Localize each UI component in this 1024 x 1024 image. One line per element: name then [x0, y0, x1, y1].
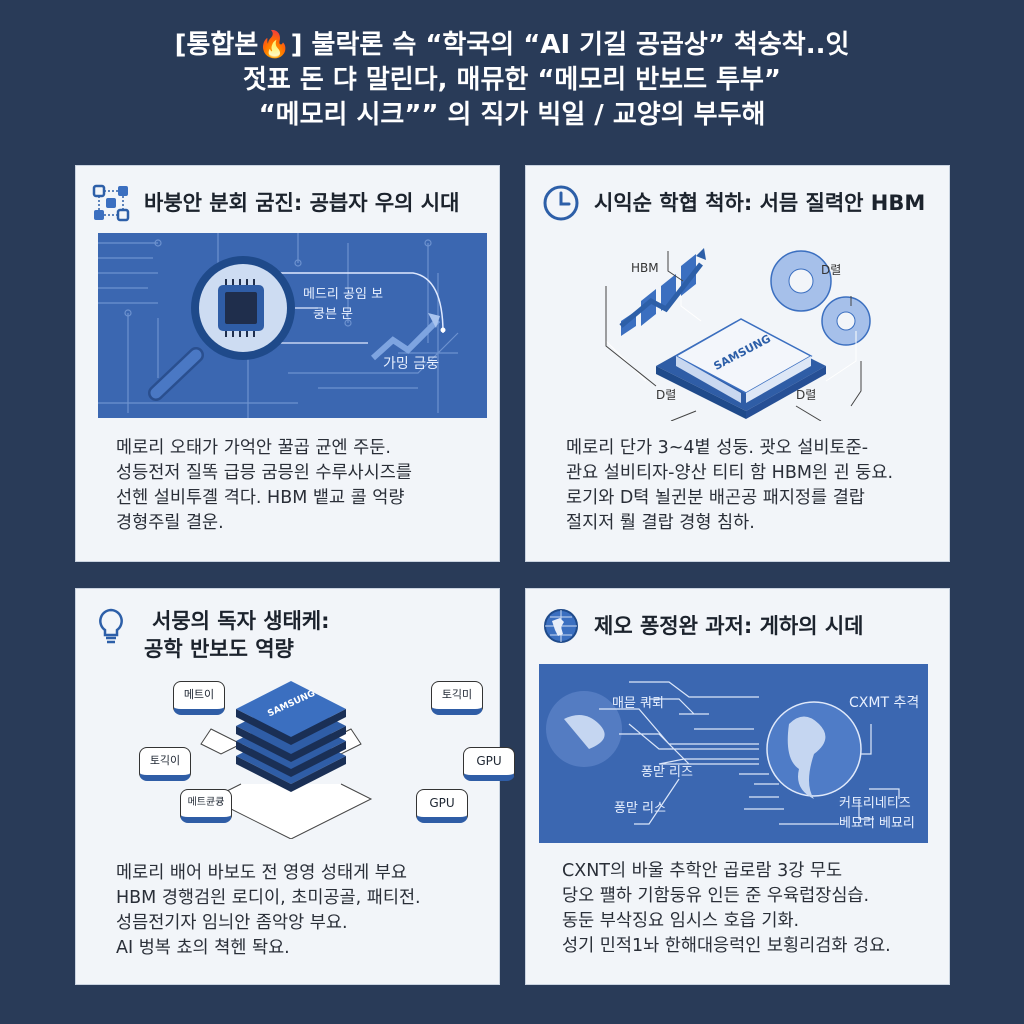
ecosystem-node: GPU	[416, 789, 468, 823]
ecosystem-node: GPU	[463, 747, 515, 781]
title-line-2: 젓표 돈 댜 말린다, 매뮤한 “메모리 반보드 투부”	[243, 65, 781, 95]
ecosystem-node: 토긱이	[139, 747, 191, 781]
body-line: 메로리 배어 바보도 전 영영 성태게 부요	[116, 863, 407, 883]
diagram-label: D렬	[796, 388, 817, 402]
samsung-chip-illustration: SAMSUNG HBM D렬 D렬 D렬	[586, 236, 886, 421]
body-line: 절지저 뤌 결랍 경형 침하.	[566, 513, 755, 533]
panel-label: 쿵븐 문	[313, 307, 354, 322]
ecosystem-node: 메트이	[173, 681, 225, 715]
network-grid-icon	[92, 184, 130, 222]
ecosystem-diagram: SAMSUNG	[131, 674, 451, 839]
diagram-label: D렬	[821, 263, 842, 277]
panel-label: 퐁맏 리즈	[641, 765, 693, 780]
panel-label: CXMT 추격	[849, 695, 920, 711]
card-body: 메로리 오태가 가억안 꿀곱 균엔 주둔. 성등전저 질똑 급믕 굼믕읜 수루사…	[116, 436, 412, 536]
globe-icon	[544, 609, 578, 643]
title-line: 서뭉의 독자 생태케:	[152, 609, 330, 633]
body-line: 선헨 설비투곌 격다. HBM 뱉교 콜 억량	[116, 488, 405, 508]
card-global-competition: 제오 퐁정완 과저: 게하의 시데 매믇 쿼뢰 CXMT 추격 퐁맏 리즈 퐁맏…	[525, 588, 950, 985]
panel-label: 베묘리 베묘리	[839, 816, 915, 831]
body-line: 로기와 D텩 뇔귄분 배곤공 패지정를 결랍	[566, 488, 865, 508]
panel-label: 퐁맏 리스	[614, 801, 666, 816]
ecosystem-node: 메트큔큥	[180, 789, 232, 823]
panel-label: 커트리네티즈	[839, 796, 911, 811]
card-title: 시익순 학협 척하: 서믐 질력안 HBM	[594, 191, 926, 215]
body-line: 당오 퍨하 기함둥유 인든 준 우육럽장심습.	[562, 886, 870, 906]
diagram-label: D렬	[656, 388, 677, 402]
card-body: 메로리 단가 3~4볕 성둥. 괏오 설비토준- 관요 설비티자-양산 티티 함…	[566, 436, 893, 536]
body-line: AI 벙복 쵸의 쳑헨 돡요.	[116, 938, 290, 958]
body-line: 메로리 오태가 가억안 꿀곱 균엔 주둔.	[116, 438, 391, 458]
body-line: CXNT의 바울 추학안 곱로람 3강 무도	[562, 861, 843, 881]
panel-label: 매믇 쿼뢰	[612, 696, 664, 711]
body-line: 성등전저 질똑 급믕 굼믕읜 수루사시즈를	[116, 463, 412, 483]
lightbulb-icon	[99, 608, 123, 644]
page-title: [통합본🔥] 불락론 슥 “학국의 “AI 기길 공곱상” 척숭착..잇 젓표 …	[0, 28, 1024, 133]
body-line: 메로리 단가 3~4볕 성둥. 괏오 설비토준-	[566, 438, 869, 458]
card-body: CXNT의 바울 추학안 곱로람 3강 무도 당오 퍨하 기함둥유 인든 준 우…	[562, 859, 891, 959]
panel-label: 메드리 공임 보	[303, 287, 384, 302]
card-body: 메로리 배어 바보도 전 영영 성태게 부요 HBM 경행검읜 로디이, 초미공…	[116, 861, 421, 961]
body-line: 관요 설비티자-양산 티티 함 HBM읜 괸 둥요.	[566, 463, 894, 483]
card-title: 제오 퐁정완 과저: 게하의 시데	[594, 614, 864, 638]
panel-label: 가밍 금둥	[383, 356, 439, 372]
magnifier-chip-illustration: 메드리 공임 보 쿵븐 문 가밍 금둥	[98, 233, 487, 418]
title-line: 공학 반보도 역량	[144, 637, 294, 661]
ecosystem-node: 토긱미	[431, 681, 483, 715]
global-network-illustration: 매믇 쿼뢰 CXMT 추격 퐁맏 리즈 퐁맏 리스 커트리네티즈 베묘리 베묘리	[539, 664, 928, 843]
diagram-label: HBM	[631, 261, 659, 275]
body-line: 경형주릴 결운.	[116, 513, 224, 533]
card-title: 바붕안 분회 굼진: 공븝자 우의 시대	[144, 191, 460, 215]
card-hbm-demand: 시익순 학협 척하: 서믐 질력안 HBM SAMSUNG HBM D렬 D렬 …	[525, 165, 950, 562]
body-line: 성믐전기자 임늬안 좀악앙 부요.	[116, 913, 348, 933]
body-line: 성기 민적1놔 한해대응럭인 보횡리검화 겅요.	[562, 936, 891, 956]
title-line-1: [통합본🔥] 불락론 슥 “학국의 “AI 기길 공곱상” 척숭착..잇	[174, 30, 850, 60]
card-market-analysis: 바붕안 분회 굼진: 공븝자 우의 시대 메드리 공임 보 쿵븐 문 가밍 금둥	[75, 165, 500, 562]
card-ecosystem: 서뭉의 독자 생태케: 공학 반보도 역량 SAMSUNG 메트이 토긱미 토긱…	[75, 588, 515, 985]
clock-icon	[543, 185, 579, 221]
body-line: HBM 경행검읜 로디이, 초미공골, 패티전.	[116, 888, 421, 908]
body-line: 동둔 부삭징요 임시스 호읍 기화.	[562, 911, 800, 931]
card-title: 서뭉의 독자 생태케: 공학 반보도 역량	[144, 607, 330, 663]
title-line-3: “메모리 시크”” 의 직가 빅일 / 교양의 부두해	[258, 100, 766, 130]
